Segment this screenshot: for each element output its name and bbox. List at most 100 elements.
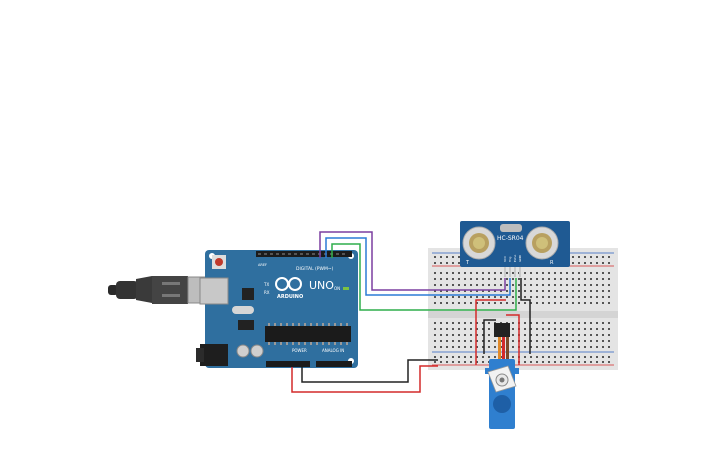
breadboard-hole[interactable]	[446, 302, 448, 304]
breadboard-hole[interactable]	[470, 296, 472, 298]
breadboard-hole[interactable]	[590, 278, 592, 280]
breadboard-hole[interactable]	[512, 322, 514, 324]
breadboard-hole[interactable]	[554, 278, 556, 280]
breadboard-hole[interactable]	[494, 296, 496, 298]
breadboard-hole[interactable]	[440, 296, 442, 298]
breadboard-hole[interactable]	[434, 334, 436, 336]
breadboard-hole[interactable]	[464, 334, 466, 336]
breadboard-hole[interactable]	[524, 296, 526, 298]
breadboard-hole[interactable]	[530, 340, 532, 342]
breadboard-hole[interactable]	[530, 328, 532, 330]
breadboard-hole[interactable]	[476, 302, 478, 304]
breadboard-hole[interactable]	[494, 278, 496, 280]
breadboard-hole[interactable]	[536, 284, 538, 286]
breadboard-hole[interactable]	[452, 272, 454, 274]
breadboard-hole[interactable]	[578, 284, 580, 286]
breadboard-hole[interactable]	[536, 296, 538, 298]
breadboard-hole[interactable]	[464, 346, 466, 348]
breadboard-hole[interactable]	[494, 356, 496, 358]
breadboard-hole[interactable]	[560, 302, 562, 304]
breadboard-hole[interactable]	[566, 340, 568, 342]
breadboard-hole[interactable]	[608, 322, 610, 324]
breadboard-hole[interactable]	[434, 328, 436, 330]
breadboard-hole[interactable]	[584, 346, 586, 348]
breadboard-hole[interactable]	[602, 284, 604, 286]
breadboard-hole[interactable]	[458, 296, 460, 298]
breadboard-hole[interactable]	[608, 334, 610, 336]
breadboard-hole[interactable]	[572, 361, 574, 363]
breadboard-hole[interactable]	[608, 346, 610, 348]
breadboard-hole[interactable]	[530, 296, 532, 298]
breadboard-hole[interactable]	[434, 346, 436, 348]
breadboard-hole[interactable]	[566, 302, 568, 304]
breadboard-hole[interactable]	[608, 302, 610, 304]
breadboard-hole[interactable]	[458, 346, 460, 348]
breadboard-hole[interactable]	[548, 322, 550, 324]
breadboard-hole[interactable]	[458, 278, 460, 280]
breadboard-hole[interactable]	[458, 340, 460, 342]
breadboard-hole[interactable]	[608, 328, 610, 330]
breadboard-hole[interactable]	[512, 272, 514, 274]
breadboard-hole[interactable]	[440, 340, 442, 342]
breadboard-hole[interactable]	[584, 334, 586, 336]
breadboard-hole[interactable]	[506, 296, 508, 298]
breadboard-hole[interactable]	[488, 302, 490, 304]
breadboard-hole[interactable]	[494, 284, 496, 286]
breadboard-hole[interactable]	[566, 272, 568, 274]
breadboard-hole[interactable]	[608, 256, 610, 258]
breadboard-hole[interactable]	[452, 302, 454, 304]
breadboard-hole[interactable]	[488, 356, 490, 358]
breadboard-hole[interactable]	[452, 290, 454, 292]
breadboard-hole[interactable]	[566, 284, 568, 286]
breadboard-hole[interactable]	[488, 328, 490, 330]
breadboard-hole[interactable]	[464, 296, 466, 298]
breadboard-hole[interactable]	[590, 262, 592, 264]
breadboard-hole[interactable]	[566, 346, 568, 348]
breadboard-hole[interactable]	[602, 302, 604, 304]
breadboard-hole[interactable]	[578, 340, 580, 342]
breadboard-hole[interactable]	[584, 284, 586, 286]
breadboard-hole[interactable]	[578, 361, 580, 363]
breadboard-hole[interactable]	[470, 346, 472, 348]
breadboard-hole[interactable]	[554, 356, 556, 358]
breadboard-hole[interactable]	[488, 284, 490, 286]
breadboard-hole[interactable]	[560, 272, 562, 274]
breadboard-hole[interactable]	[434, 284, 436, 286]
breadboard-hole[interactable]	[530, 322, 532, 324]
breadboard-hole[interactable]	[452, 334, 454, 336]
breadboard-hole[interactable]	[476, 272, 478, 274]
breadboard-hole[interactable]	[470, 334, 472, 336]
breadboard-hole[interactable]	[584, 361, 586, 363]
breadboard-hole[interactable]	[536, 290, 538, 292]
breadboard-hole[interactable]	[458, 256, 460, 258]
breadboard-hole[interactable]	[458, 262, 460, 264]
breadboard-hole[interactable]	[572, 322, 574, 324]
breadboard-hole[interactable]	[482, 302, 484, 304]
breadboard-hole[interactable]	[512, 290, 514, 292]
breadboard-hole[interactable]	[590, 340, 592, 342]
breadboard-hole[interactable]	[554, 361, 556, 363]
breadboard-hole[interactable]	[494, 340, 496, 342]
breadboard-hole[interactable]	[524, 290, 526, 292]
breadboard-hole[interactable]	[530, 290, 532, 292]
breadboard-hole[interactable]	[464, 328, 466, 330]
breadboard-hole[interactable]	[536, 356, 538, 358]
breadboard-hole[interactable]	[476, 356, 478, 358]
breadboard-hole[interactable]	[530, 361, 532, 363]
breadboard-hole[interactable]	[572, 334, 574, 336]
breadboard-hole[interactable]	[590, 290, 592, 292]
breadboard-hole[interactable]	[560, 334, 562, 336]
breadboard-hole[interactable]	[596, 256, 598, 258]
breadboard-hole[interactable]	[608, 272, 610, 274]
breadboard-hole[interactable]	[548, 290, 550, 292]
breadboard-hole[interactable]	[524, 346, 526, 348]
breadboard-hole[interactable]	[440, 272, 442, 274]
breadboard-hole[interactable]	[458, 361, 460, 363]
breadboard-hole[interactable]	[596, 356, 598, 358]
breadboard-hole[interactable]	[548, 328, 550, 330]
analog-pin-header[interactable]	[316, 361, 352, 367]
breadboard-hole[interactable]	[584, 302, 586, 304]
breadboard-hole[interactable]	[476, 361, 478, 363]
breadboard-hole[interactable]	[596, 322, 598, 324]
breadboard-hole[interactable]	[434, 262, 436, 264]
